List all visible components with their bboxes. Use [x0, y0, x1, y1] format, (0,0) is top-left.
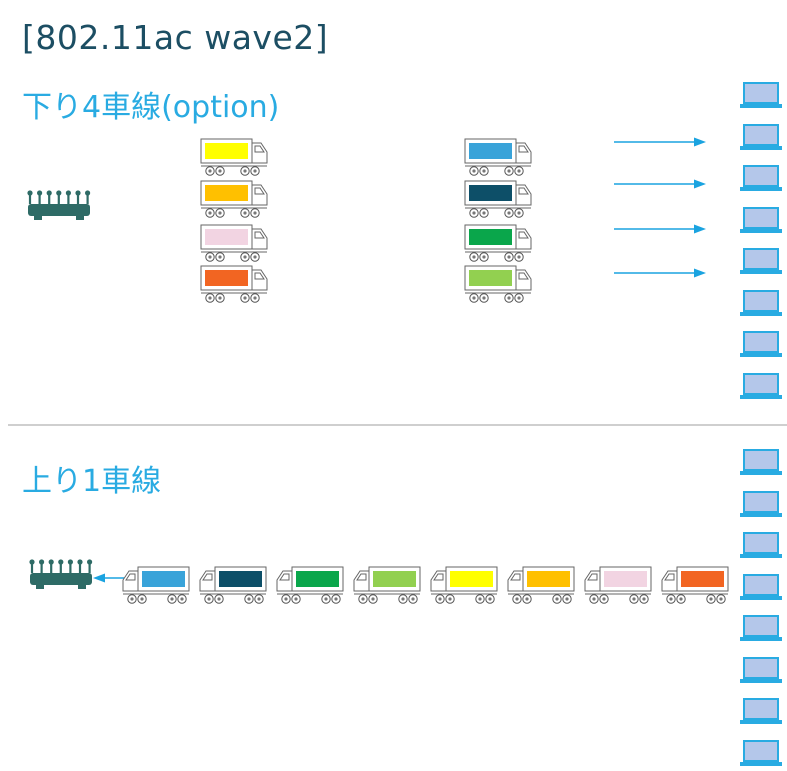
- truck-icon: [464, 265, 532, 303]
- cargo-box: [469, 229, 512, 245]
- cargo-box: [142, 571, 185, 587]
- cargo-box: [604, 571, 647, 587]
- laptop-icon: [740, 82, 782, 108]
- arrow-right-icon: [614, 179, 706, 189]
- arrow-right-icon: [614, 137, 706, 147]
- truck-icon: [200, 180, 268, 218]
- laptop-icon: [740, 206, 782, 233]
- cargo-box: [296, 571, 339, 587]
- laptop-icon: [740, 165, 782, 191]
- laptop-icon: [740, 372, 782, 399]
- truck-icon: [661, 566, 729, 604]
- truck-icon: [353, 566, 421, 604]
- laptop-icon: [740, 331, 782, 357]
- laptop-icon: [740, 656, 782, 683]
- cargo-box: [527, 571, 570, 587]
- laptop-icon: [740, 698, 782, 724]
- downlink-heading: 下り4車線(option): [22, 90, 280, 125]
- cargo-box: [205, 229, 248, 245]
- truck-icon: [584, 566, 652, 604]
- router-icon: [29, 559, 93, 589]
- laptop-icon: [740, 532, 782, 558]
- laptop-icon: [740, 739, 782, 766]
- truck-icon: [200, 138, 268, 176]
- laptop-icon: [740, 449, 782, 475]
- truck-icon: [276, 566, 344, 604]
- laptop-icon: [740, 289, 782, 316]
- arrow-right-icon: [614, 224, 706, 234]
- cargo-box: [469, 270, 512, 286]
- cargo-box: [681, 571, 724, 587]
- cargo-box: [205, 270, 248, 286]
- laptop-icon: [740, 615, 782, 641]
- laptop-icon: [740, 123, 782, 150]
- cargo-box: [469, 143, 512, 159]
- truck-icon: [507, 566, 575, 604]
- cargo-box: [205, 143, 248, 159]
- section-divider: [8, 424, 787, 426]
- diagram-title: [802.11ac wave2]: [22, 18, 329, 57]
- laptop-icon: [740, 573, 782, 600]
- cargo-box: [219, 571, 262, 587]
- laptop-icon: [740, 248, 782, 274]
- router-icon: [27, 190, 91, 220]
- laptop-icon: [740, 490, 782, 517]
- truck-icon: [200, 265, 268, 303]
- truck-icon: [464, 224, 532, 262]
- truck-icon: [464, 180, 532, 218]
- truck-icon: [200, 224, 268, 262]
- cargo-box: [373, 571, 416, 587]
- cargo-box: [205, 185, 248, 201]
- truck-icon: [430, 566, 498, 604]
- truck-icon: [199, 566, 267, 604]
- uplink-heading: 上り1車線: [22, 464, 162, 499]
- cargo-box: [450, 571, 493, 587]
- truck-icon: [122, 566, 190, 604]
- arrow-left-icon: [93, 573, 124, 583]
- truck-icon: [464, 138, 532, 176]
- cargo-box: [469, 185, 512, 201]
- arrow-right-icon: [614, 268, 706, 278]
